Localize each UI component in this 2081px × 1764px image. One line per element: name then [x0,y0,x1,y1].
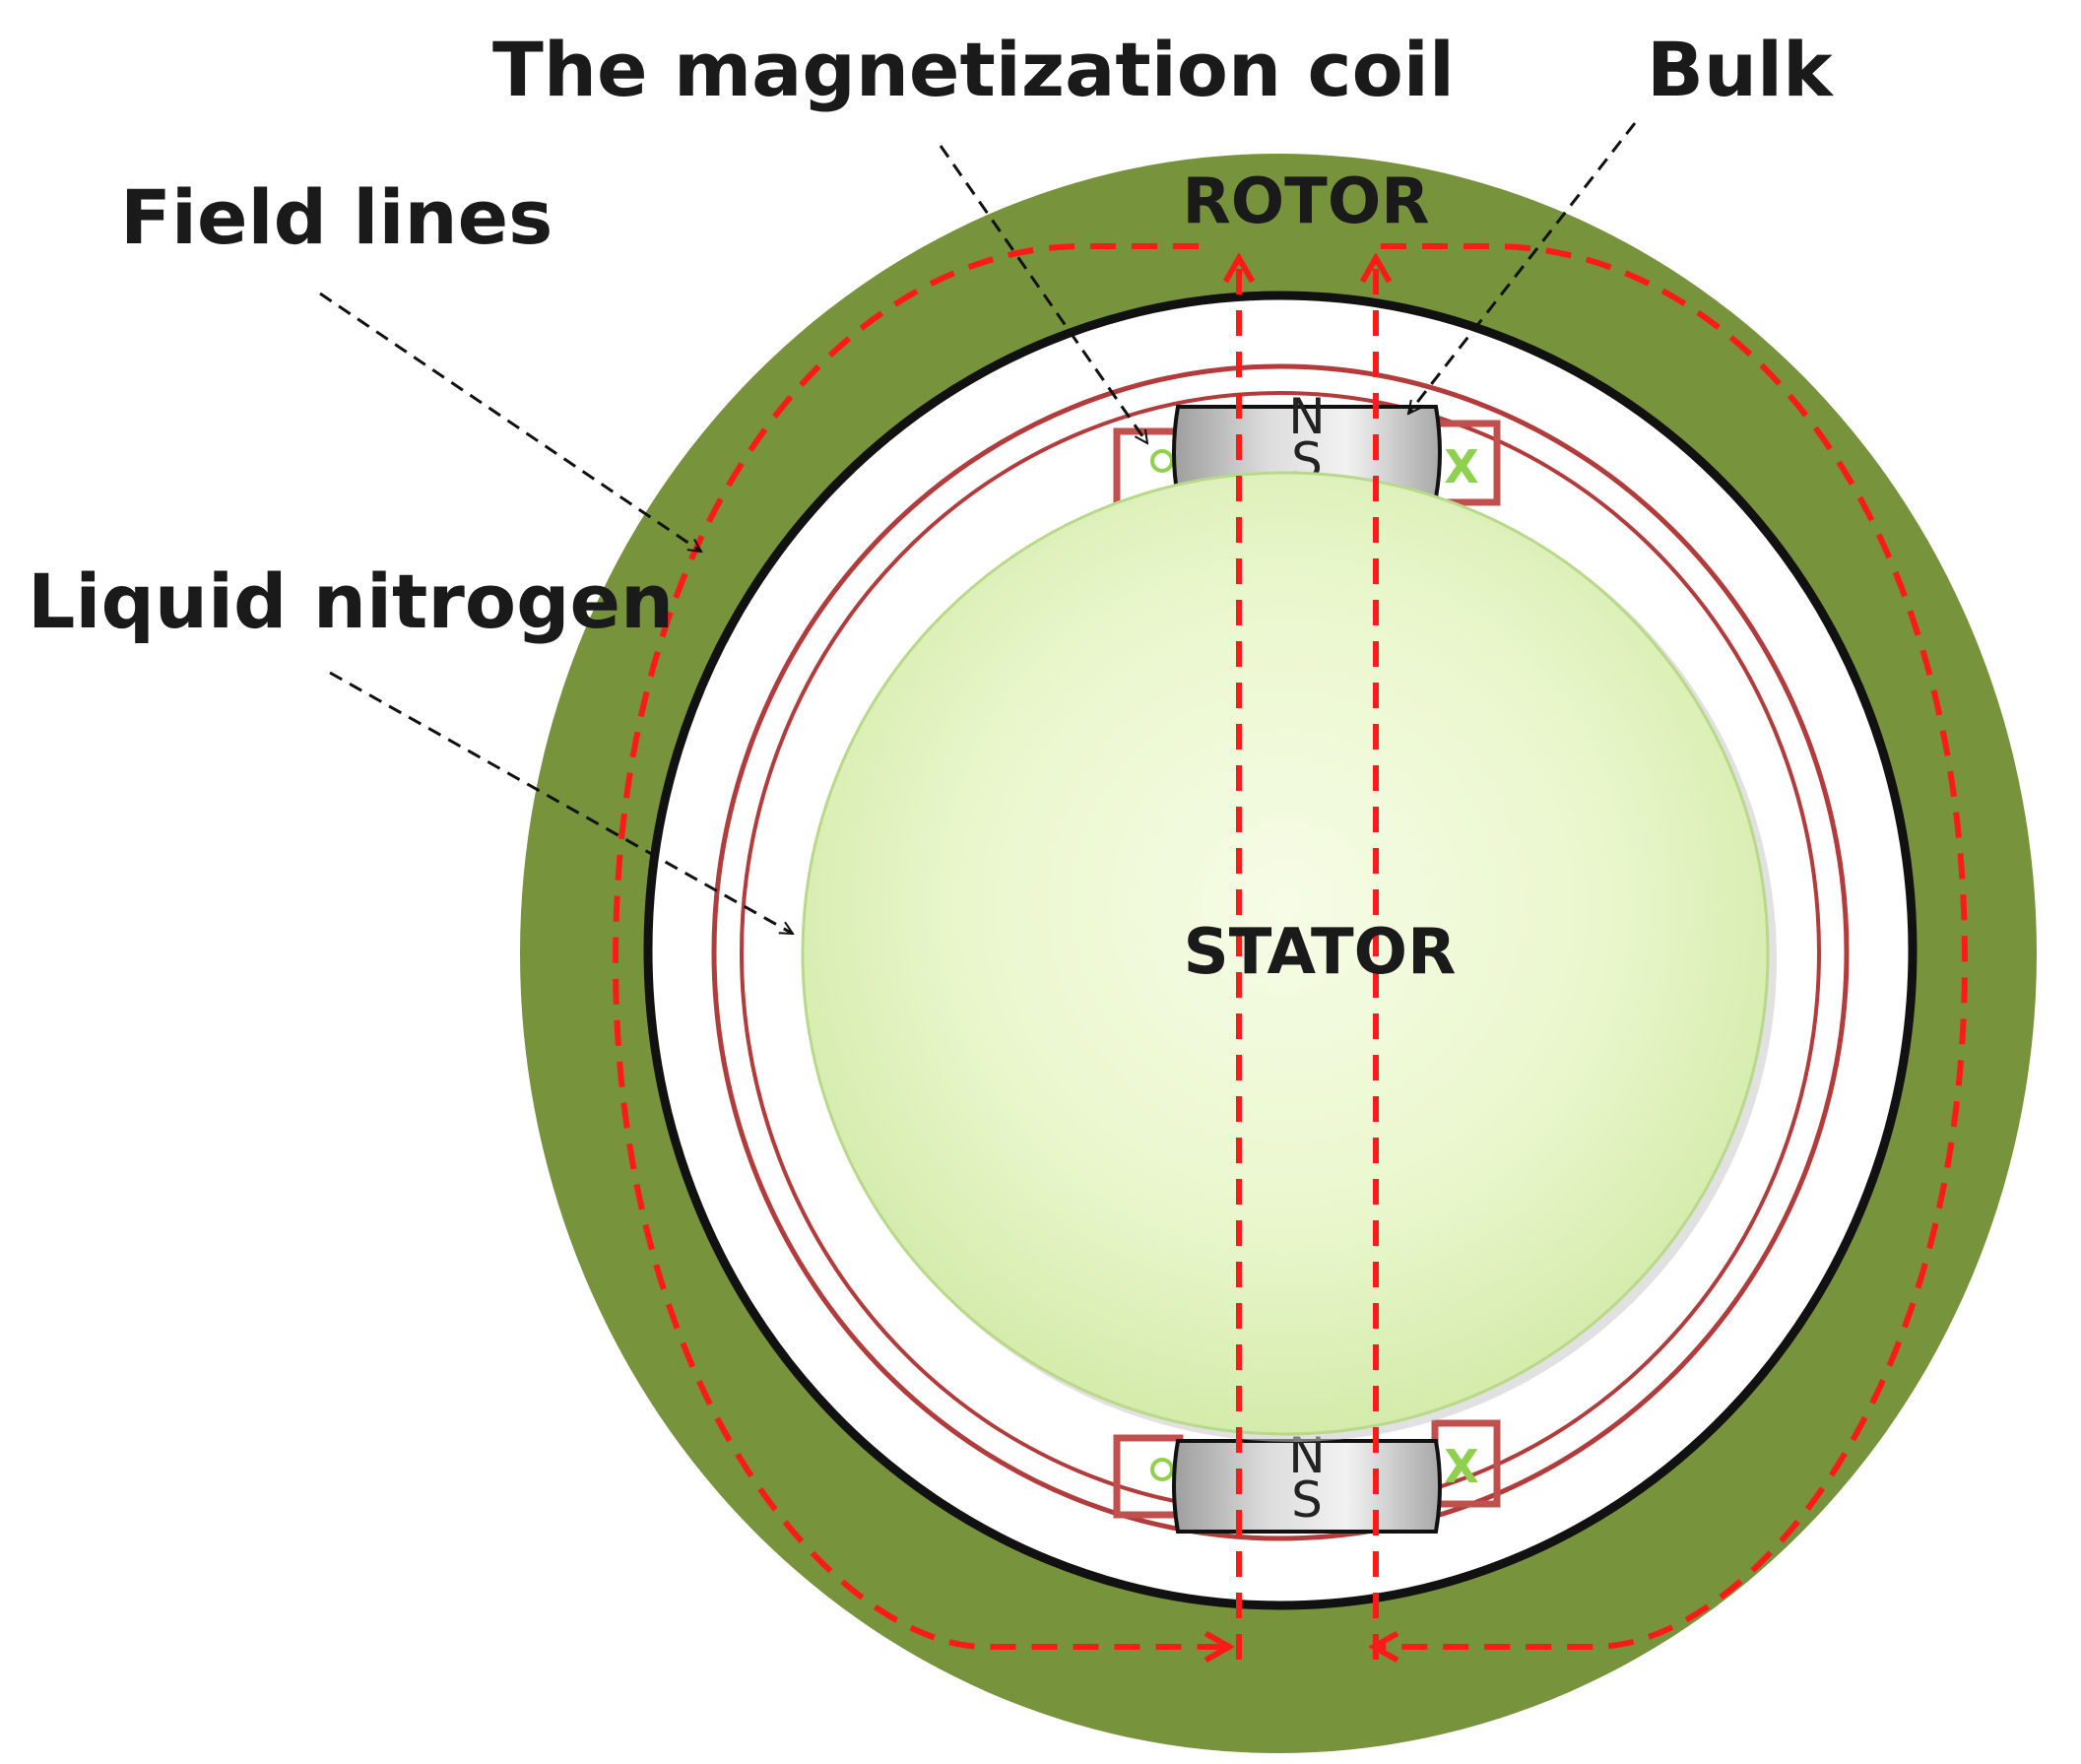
bulk-pointer [1408,122,1637,414]
bulk-label: Bulk [1647,26,1834,113]
field-lines [612,243,1969,1660]
field-lines-label: Field lines [120,173,553,261]
liquid-nitrogen-pointer [329,671,793,936]
rotor-label: ROTOR [1182,165,1429,238]
bottom-coil-dot-icon [1150,1458,1174,1481]
stator-label: STATOR [1184,916,1457,989]
top-coil-cross-mark: X [1444,440,1478,493]
cryostat-outer-ring [711,363,1850,1541]
callout-pointers [319,122,1637,936]
field-line-left-loop [612,243,1229,1647]
liquid-nitrogen-label: Liquid nitrogen [28,557,674,645]
bottom-magnet-assembly: X N S [1113,1419,1501,1534]
bottom-bulk-south-label: S [1291,1471,1323,1529]
coil-label: The magnetization coil [492,26,1455,113]
bottom-coil-cross-mark: X [1444,1440,1478,1493]
coil-pointer [939,145,1147,443]
top-coil-dot-icon [1150,449,1174,473]
field-line-right-loop [1374,243,1969,1647]
top-bulk-north-label: N [1288,388,1325,445]
stator [801,471,1770,1436]
bottom-bulk [1172,1439,1442,1534]
field-lines-pointer [319,292,701,552]
